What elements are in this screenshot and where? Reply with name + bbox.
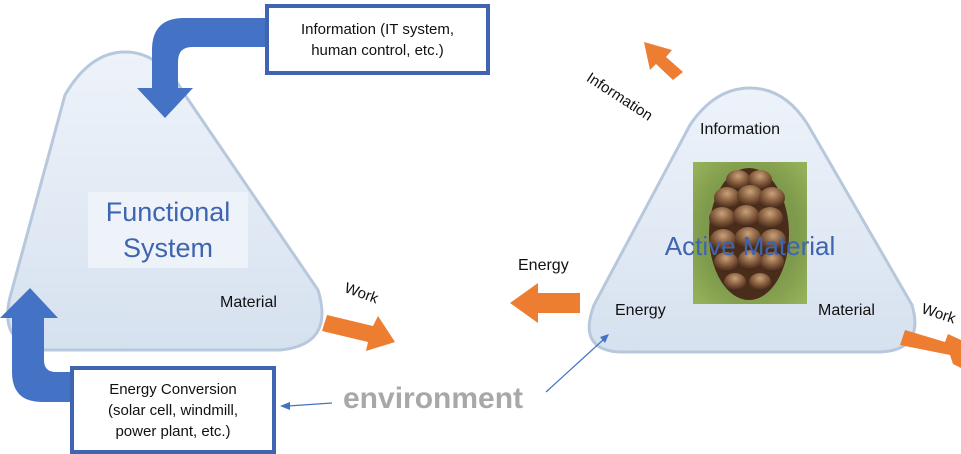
energy-input-arrow [0, 288, 72, 402]
pine-cone-image [693, 162, 807, 304]
functional-system-title-line2: System [122, 233, 214, 263]
environment-to-box-arrow [280, 402, 333, 410]
work-arrow-left [322, 315, 395, 351]
active-material-information-label: Information [700, 121, 781, 138]
information-input-arrow [137, 18, 268, 118]
information-box-text: Information (IT system, human control, e… [300, 20, 455, 59]
active-material-energy-label: Energy [615, 302, 666, 319]
environment-to-material-arrow [545, 334, 609, 393]
active-material-material-label: Material [818, 302, 875, 319]
work-arrow-right [900, 330, 961, 368]
information-output-arrow [644, 42, 683, 80]
energy-conversion-box-text: Energy Conversion (solar cell, windmill,… [107, 380, 239, 440]
functional-system-title-line1: Functional [105, 197, 231, 227]
environment-label: environment [343, 382, 524, 415]
energy-output-arrow [510, 283, 580, 323]
energy-conversion-box: Energy Conversion (solar cell, windmill,… [70, 366, 276, 454]
energy-output-label: Energy [518, 257, 569, 274]
functional-system-material-label: Material [220, 294, 277, 311]
information-box: Information (IT system, human control, e… [265, 4, 490, 75]
active-material-title: Active Material [664, 231, 836, 261]
functional-system-title: Functional System [88, 192, 248, 268]
